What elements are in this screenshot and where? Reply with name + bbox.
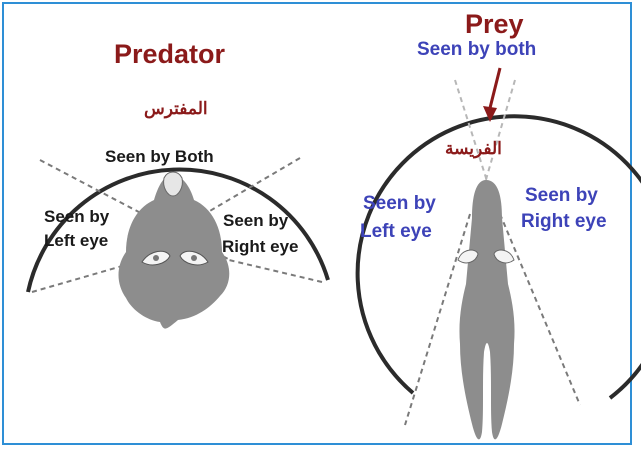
prey-left-eye-label: Seen by Left eye [360,194,436,242]
prey-right-eye-label-line2: Right eye [521,212,607,232]
predator-snout [164,172,183,196]
predator-arabic-label: المفترس [144,100,208,118]
predator-head-silhouette [119,175,230,329]
predator-right-pupil [191,255,197,261]
predator-left-eye-label-line2: Left eye [44,232,109,250]
prey-diagram [358,68,641,439]
predator-left-eye-label: Seen by Left eye [44,208,109,250]
predator-left-eye-label-line1: Seen by [44,208,109,226]
predator-right-eye-label-line1: Seen by [222,212,299,230]
prey-left-eye-label-line1: Seen by [360,194,436,214]
prey-right-eye-label-line1: Seen by [521,186,607,206]
predator-seen-by-both-label: Seen by Both [105,148,214,166]
predator-right-eye-label-line2: Right eye [222,238,299,256]
predator-title: Predator [114,40,225,68]
prey-title: Prey [465,10,524,38]
prey-label-arrow [490,68,500,108]
prey-left-eye-label-line2: Left eye [360,222,436,242]
prey-arabic-label: الفريسة [445,140,502,158]
prey-seen-by-both-label: Seen by both [417,40,536,60]
predator-right-eye-label: Seen by Right eye [222,212,299,256]
prey-right-eye-label: Seen by Right eye [521,186,607,232]
prey-head-silhouette [459,180,514,439]
predator-left-pupil [153,255,159,261]
